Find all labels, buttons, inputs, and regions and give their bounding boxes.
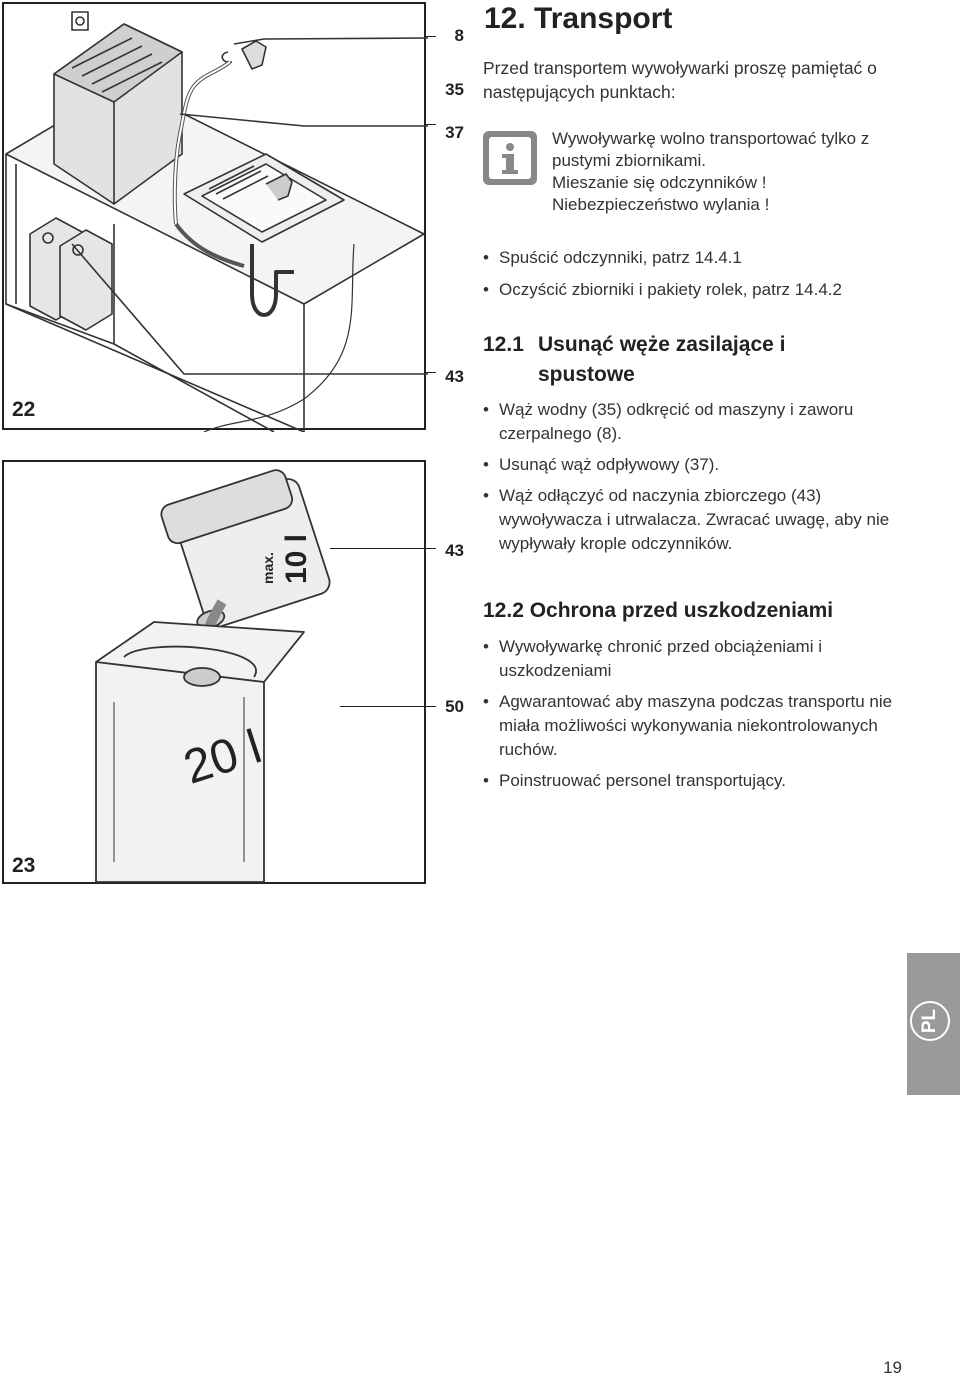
water-tap [241,40,267,70]
subsection-12-1-number: 12.1 [483,333,524,356]
section-intro: Przed transportem wywoływarki proszę pam… [483,58,877,102]
section-bullets: Spuścić odczynniki, patrz 14.4.1 Oczyści… [483,246,923,302]
drain-hose [174,222,245,268]
callout-43-fig23: 43 [445,541,464,560]
list-item: Usunąć wąż odpływowy (37). [483,453,903,477]
figure-22-frame: 22 [2,2,428,432]
subsection-12-2-bullets: Wywoływarkę chronić przed obciążeniami i… [483,635,898,793]
list-item: Wywoływarkę chronić przed obciążeniami i… [483,635,898,683]
callout-35: 35 [445,80,464,99]
info-note: Wywoływarkę wolno transportować tylko z … [552,128,932,216]
list-item: Oczyścić zbiorniki i pakiety rolek, patr… [483,278,923,302]
info-icon [483,131,537,185]
language-tab-circle [910,1001,950,1041]
leader-43-fig23 [330,548,436,549]
sink-faucet [265,173,293,201]
callout-50: 50 [445,697,464,716]
list-item: Wąż wodny (35) odkręcić od maszyny i zaw… [483,398,903,446]
figure-23-frame: 10 l max. 20 l 23 [2,460,426,884]
leader-50 [340,706,436,707]
figure-23-illustration [95,469,331,883]
subsection-12-1-bullets: Wąż wodny (35) odkręcić od maszyny i zaw… [483,398,903,556]
subsection-12-2-title: 12.2 Ochrona przed uszkodzeniami [483,599,834,622]
leader-43-fig22 [426,372,436,373]
callout-43-fig22: 43 [445,367,464,386]
list-item: Spuścić odczynniki, patrz 14.4.1 [483,246,923,270]
note-line-1: Wywoływarkę wolno transportować tylko z … [552,129,870,170]
language-tab-label: PL [919,1008,940,1034]
callout-8: 8 [454,26,464,45]
list-item: Wąż odłączyć od naczynia zbiorczego (43)… [483,484,903,556]
subsection-12-1-title-line1: Usunąć węże zasilające i [538,333,786,356]
siphon [250,244,294,317]
cabinet-front [5,154,305,432]
section-title: 12. Transport [484,2,673,35]
subsection-12-1-title-line2: spustowe [538,363,635,386]
small-canister-label: 10 l [280,533,314,585]
list-item: Poinstruować personel transportujący. [483,769,898,793]
note-line-2: Mieszanie się odczynników ! [552,173,767,192]
figure-22-illustration [5,11,428,432]
figure-23-number: 23 [12,854,36,877]
canister-right [59,229,113,331]
note-line-3: Niebezpieczeństwo wylania ! [552,195,770,214]
wall-outlet [71,11,89,31]
page-number: 19 [883,1358,902,1377]
leader-35 [426,124,436,125]
small-canister-max: max. [259,552,276,584]
list-item: Agwarantować aby maszyna podczas transpo… [483,690,898,762]
figure-22-number: 22 [12,398,36,421]
leader-8 [426,36,436,37]
callout-37: 37 [445,123,464,142]
